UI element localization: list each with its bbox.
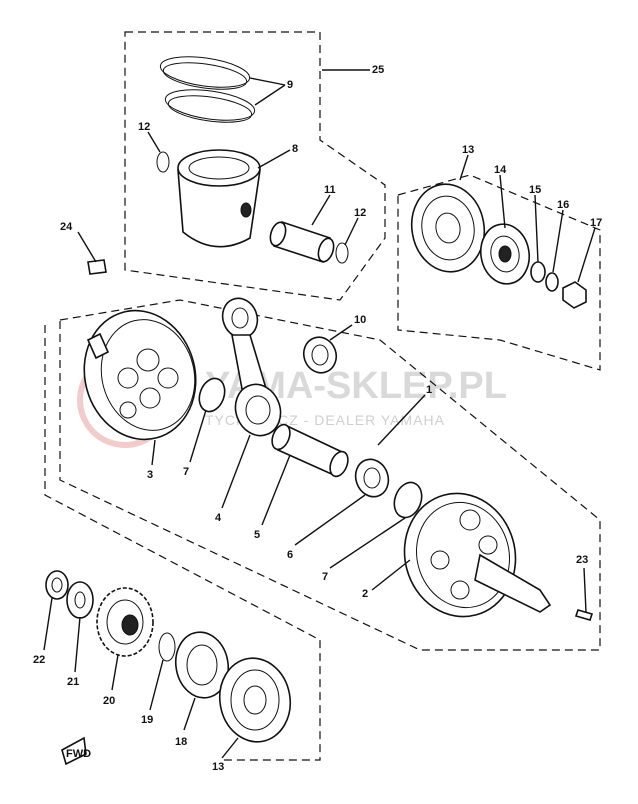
callout-20: 20 bbox=[103, 695, 115, 707]
callout-23: 23 bbox=[576, 554, 588, 566]
piston-group-outline bbox=[124, 31, 386, 301]
collar-15 bbox=[530, 261, 546, 283]
callout-16: 16 bbox=[557, 199, 569, 211]
oil-seal-18 bbox=[174, 631, 230, 699]
callout-7-left: 7 bbox=[183, 466, 189, 478]
piston-pin bbox=[269, 220, 335, 264]
crank-half-left bbox=[83, 309, 197, 441]
circlip-left bbox=[156, 151, 170, 173]
leader-lines bbox=[43, 69, 596, 759]
callout-10: 10 bbox=[354, 314, 366, 326]
callout-9: 9 bbox=[287, 79, 293, 91]
callout-4: 4 bbox=[215, 512, 222, 524]
washer-21 bbox=[66, 581, 94, 619]
group-outlines bbox=[44, 31, 601, 761]
callout-25: 25 bbox=[372, 64, 384, 76]
thrust-washer-right bbox=[393, 481, 423, 519]
pin-23 bbox=[574, 609, 594, 621]
callout-labels: 25 9 12 8 11 12 13 14 15 16 17 24 10 1 3… bbox=[33, 64, 602, 773]
callout-19: 19 bbox=[141, 714, 153, 726]
piston bbox=[177, 149, 261, 248]
callout-21: 21 bbox=[67, 676, 79, 688]
callout-18: 18 bbox=[175, 736, 187, 748]
forward-arrow-icon: FWD bbox=[61, 736, 91, 766]
crank-bearing-top bbox=[410, 183, 486, 273]
callout-1: 1 bbox=[426, 384, 432, 396]
callout-6: 6 bbox=[287, 549, 293, 561]
oil-seal-top bbox=[479, 223, 531, 285]
woodruff-key-24 bbox=[87, 259, 107, 275]
crank-pin bbox=[271, 423, 349, 478]
callout-14: 14 bbox=[494, 164, 507, 176]
bearing-group-outline bbox=[397, 174, 601, 371]
crank-bearing-bottom bbox=[218, 657, 292, 743]
callout-8: 8 bbox=[292, 143, 298, 155]
crankshaft-group-outline bbox=[59, 299, 601, 651]
callout-15: 15 bbox=[529, 184, 541, 196]
small-end-bearing bbox=[302, 336, 338, 374]
piston-rings bbox=[159, 56, 256, 123]
callout-24: 24 bbox=[60, 221, 73, 233]
nut-17 bbox=[562, 281, 587, 309]
primary-gear-20 bbox=[96, 587, 154, 657]
callout-2: 2 bbox=[362, 588, 368, 600]
big-end-bearing bbox=[354, 458, 390, 498]
callout-5: 5 bbox=[254, 529, 260, 541]
fwd-label: FWD bbox=[66, 748, 91, 760]
callout-22: 22 bbox=[33, 654, 45, 666]
circlip-19 bbox=[158, 632, 176, 662]
callout-12-lower: 12 bbox=[354, 207, 366, 219]
callout-3: 3 bbox=[147, 469, 153, 481]
callout-13-upper: 13 bbox=[462, 144, 474, 156]
callout-13-lower: 13 bbox=[212, 761, 224, 773]
callout-12-upper: 12 bbox=[138, 121, 150, 133]
nut-22 bbox=[45, 570, 69, 600]
callout-17: 17 bbox=[590, 217, 602, 229]
connecting-rod bbox=[221, 297, 282, 437]
crank-half-right bbox=[403, 492, 552, 618]
callout-11: 11 bbox=[324, 184, 336, 196]
washer-16 bbox=[545, 272, 559, 292]
callout-7-right: 7 bbox=[322, 571, 328, 583]
circlip-right bbox=[335, 242, 349, 264]
